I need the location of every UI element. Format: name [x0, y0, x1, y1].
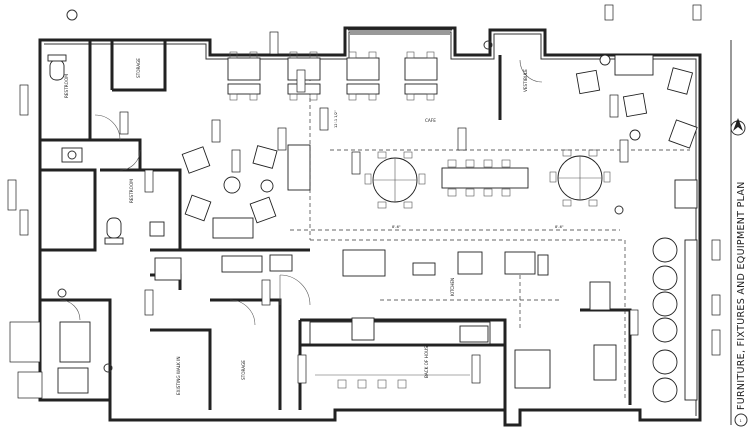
exterior-walls — [38, 26, 702, 427]
drawing-number: 1 — [740, 419, 742, 423]
room-label-kitchen: KITCHEN — [450, 278, 455, 296]
tag-callouts — [57, 9, 624, 373]
dimension-label: 8'-6" — [392, 225, 401, 229]
north-arrow-label: N — [736, 120, 739, 124]
door-swings — [59, 59, 543, 326]
drawing-title-block: 1 FURNITURE, FIXTURES AND EQUIPMENT PLAN — [730, 40, 748, 427]
dimension-label: 12'-1 1/2" — [334, 110, 338, 128]
counter-stools — [315, 374, 470, 389]
restroom-fixtures — [47, 54, 165, 245]
room-label-restroom: RESTROOM — [64, 74, 69, 98]
room-label-back-of-house: BACK OF HOUSE — [424, 343, 429, 378]
room-label-vestibule: VESTIBULE — [523, 69, 528, 92]
room-label-storage: STORAGE — [241, 360, 246, 380]
equipment-row-right — [652, 179, 698, 403]
kitchen-equipment — [57, 249, 617, 394]
drawing-title: FURNITURE, FIXTURES AND EQUIPMENT PLAN — [736, 181, 747, 410]
lounge-seating — [181, 54, 698, 239]
dimension-label: 8'-6" — [555, 225, 564, 229]
equipment-tags — [7, 4, 721, 399]
room-label-cafe: CAFE — [425, 118, 436, 123]
north-arrow: N — [730, 118, 746, 136]
cafe-round-tables — [364, 149, 611, 209]
room-label-storage: STORAGE — [136, 58, 141, 78]
room-label-existing-walk-in: EXISTING WALK IN — [176, 357, 181, 395]
room-label-restroom: RESTROOM — [129, 179, 134, 203]
